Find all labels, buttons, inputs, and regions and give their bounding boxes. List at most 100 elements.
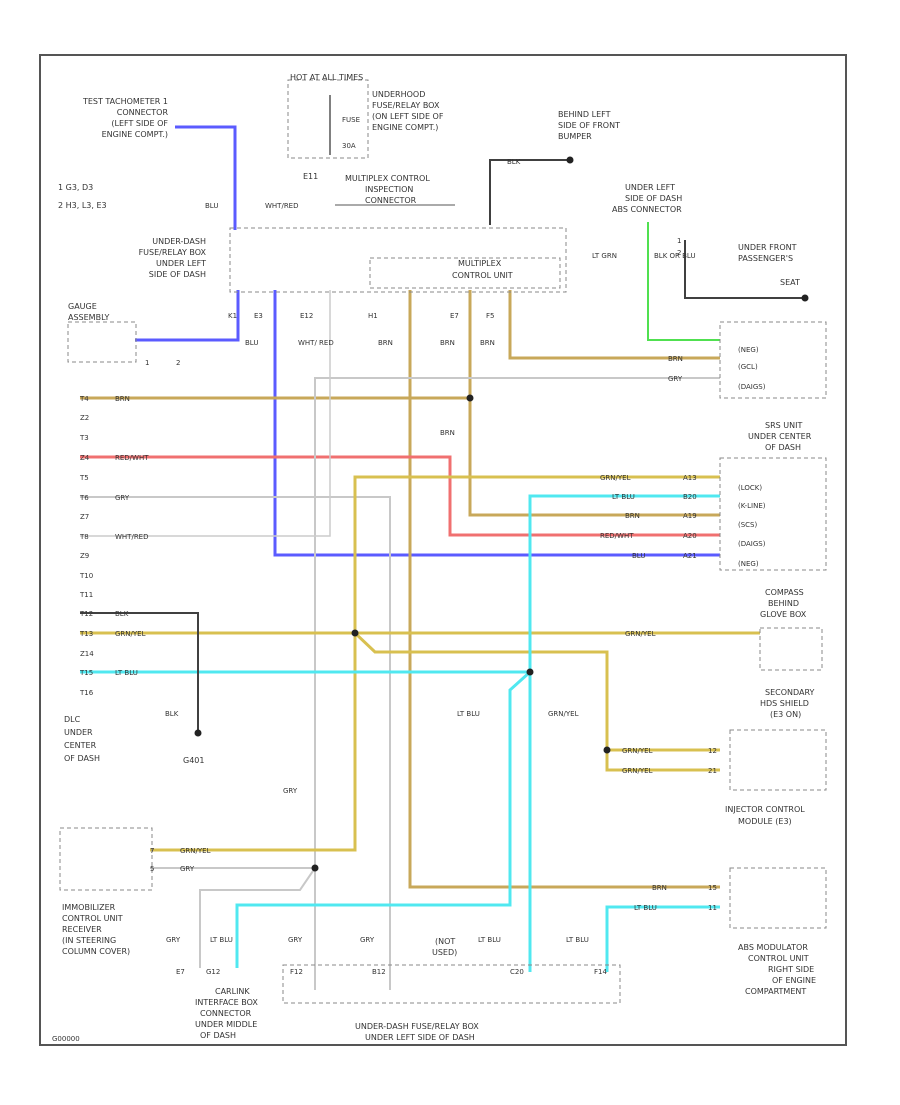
svg-text:GRN/YEL: GRN/YEL (115, 630, 146, 638)
svg-text:2 H3, L3, E3: 2 H3, L3, E3 (58, 201, 107, 210)
svg-text:A20: A20 (683, 532, 697, 540)
secondary-hds-box (729, 729, 827, 791)
splice-dot (526, 668, 534, 676)
label-srs-unit: SRS UNIT UNDER CENTER OF DASH (748, 421, 812, 452)
svg-text:T6: T6 (79, 494, 89, 502)
svg-text:ENGINE COMPT.): ENGINE COMPT.) (372, 123, 438, 132)
svg-text:A21: A21 (683, 552, 697, 560)
absmod-pin-15: 15 (708, 884, 717, 892)
svg-text:(LOCK): (LOCK) (738, 484, 762, 492)
svg-text:USED): USED) (432, 948, 457, 957)
svg-text:T5: T5 (79, 474, 89, 482)
svg-text:Z9: Z9 (80, 552, 89, 560)
svg-text:BRN: BRN (378, 339, 393, 347)
svg-text:INSPECTION: INSPECTION (365, 185, 413, 194)
svg-text:GRY: GRY (283, 787, 298, 795)
abs-connector-pin-labels: (NEG) (GCL) (DAIGS) (738, 346, 766, 391)
svg-text:(DAIGS): (DAIGS) (738, 383, 766, 391)
abs-connector-box (719, 321, 827, 399)
svg-text:LT BLU: LT BLU (612, 493, 635, 501)
wire-blk-t11 (80, 612, 199, 730)
abs-modulator-box (729, 867, 827, 929)
svg-text:UNDER FRONT: UNDER FRONT (738, 243, 797, 252)
hds-pin-21: 21 (708, 767, 717, 775)
svg-text:LT BLU: LT BLU (210, 936, 233, 944)
svg-text:A19: A19 (683, 512, 697, 520)
label-under-front-passenger: UNDER FRONT PASSENGER'S SEAT (738, 243, 800, 287)
wire-blk-seat (684, 240, 805, 299)
immobilizer-box (59, 827, 153, 891)
wire-ltblu-carlink (235, 670, 532, 968)
svg-text:UNDER LEFT SIDE OF DASH: UNDER LEFT SIDE OF DASH (365, 1033, 475, 1042)
diagram-frame (39, 54, 847, 1046)
fuse-label: FUSE (342, 116, 360, 124)
label-underhood-box: UNDERHOOD FUSE/RELAY BOX (ON LEFT SIDE O… (372, 90, 444, 132)
svg-text:GRY: GRY (360, 936, 375, 944)
svg-text:GRY: GRY (668, 375, 683, 383)
label-multiplex-connector: MULTIPLEX CONTROL INSPECTION CONNECTOR (345, 174, 430, 205)
wire-grnyel-hds (353, 631, 720, 772)
under-dash-bottom-box (282, 964, 621, 1004)
gauge-assembly-box (67, 321, 137, 363)
svg-text:(SCS): (SCS) (738, 521, 758, 529)
svg-text:HDS SHIELD: HDS SHIELD (760, 699, 809, 708)
svg-text:Z14: Z14 (80, 650, 94, 658)
svg-text:UNDER LEFT: UNDER LEFT (625, 183, 675, 192)
svg-text:RED/WHT: RED/WHT (115, 454, 149, 462)
wire-whtred-t8 (80, 290, 331, 537)
svg-text:CONNECTOR: CONNECTOR (200, 1009, 252, 1018)
footer-code: G00000 (52, 1035, 80, 1043)
wire-ltgrn-abs (647, 222, 720, 341)
label-abs-modulator: ABS MODULATOR CONTROL UNIT RIGHT SIDE OF… (738, 943, 816, 996)
svg-text:(DAIGS): (DAIGS) (738, 540, 766, 548)
svg-text:(IN STEERING: (IN STEERING (62, 936, 116, 945)
svg-text:LT BLU: LT BLU (566, 936, 589, 944)
abs-conn-pin-1: 1 (677, 237, 681, 245)
pin-e7: E7 (450, 312, 459, 320)
svg-text:BRN: BRN (625, 512, 640, 520)
label-not-used: (NOT USED) (432, 937, 457, 957)
svg-text:(NOT: (NOT (435, 937, 455, 946)
svg-text:MULTIPLEX CONTROL: MULTIPLEX CONTROL (345, 174, 430, 183)
label-multiplex-unit: MULTIPLEX CONTROL UNIT (452, 259, 513, 280)
splice-dot (351, 629, 359, 637)
svg-text:CONTROL UNIT: CONTROL UNIT (748, 954, 809, 963)
svg-text:RED/WHT: RED/WHT (600, 532, 634, 540)
fuse-box-top (287, 79, 369, 159)
wire-gry-abs (314, 377, 720, 990)
wire-gry-carlink (199, 867, 316, 968)
svg-text:MULTIPLEX: MULTIPLEX (458, 259, 502, 268)
wire-brn-f5 (508, 290, 720, 360)
svg-text:BLU: BLU (632, 552, 645, 560)
hds-pin-12: 12 (708, 747, 717, 755)
svg-text:T15: T15 (79, 669, 93, 677)
svg-text:PASSENGER'S: PASSENGER'S (738, 254, 793, 263)
svg-text:BRN: BRN (652, 884, 667, 892)
svg-text:GLOVE BOX: GLOVE BOX (760, 610, 807, 619)
svg-text:(NEG): (NEG) (738, 560, 759, 568)
svg-text:WHT/RED: WHT/RED (265, 202, 299, 210)
box-pin-c20: C20 (510, 968, 524, 976)
svg-text:COLUMN COVER): COLUMN COVER) (62, 947, 130, 956)
svg-text:T12: T12 (79, 610, 93, 618)
label-tach-connector: TEST TACHOMETER 1 CONNECTOR (LEFT SIDE O… (82, 97, 168, 139)
svg-text:BLK: BLK (165, 710, 179, 718)
compass-box (759, 627, 823, 671)
svg-text:UNDER LEFT: UNDER LEFT (156, 259, 206, 268)
pin-k1: K1 (228, 312, 237, 320)
legend: 1 G3, D3 2 H3, L3, E3 (58, 183, 107, 210)
svg-text:T4: T4 (79, 395, 89, 403)
svg-text:OF DASH: OF DASH (200, 1031, 236, 1040)
svg-text:SIDE OF DASH: SIDE OF DASH (149, 270, 206, 279)
dlc-pin-list: T4 Z2 T3 Z4 T5 T6 Z7 T8 Z9 T10 T11 T12 T… (79, 395, 94, 697)
svg-text:UNDER-DASH FUSE/RELAY BOX: UNDER-DASH FUSE/RELAY BOX (355, 1022, 479, 1031)
label-behind-left: BEHIND LEFT SIDE OF FRONT BUMPER (558, 110, 620, 141)
fuse-value: 30A (342, 142, 356, 150)
svg-text:T16: T16 (79, 689, 94, 697)
svg-text:BLK: BLK (115, 610, 129, 618)
label-gauge-assembly: GAUGE ASSEMBLY (68, 302, 109, 322)
wire-red-t5 (80, 455, 720, 537)
svg-text:FUSE/RELAY BOX: FUSE/RELAY BOX (139, 248, 207, 257)
ground-bumper (566, 156, 574, 164)
svg-text:UNDER MIDDLE: UNDER MIDDLE (195, 1020, 257, 1029)
